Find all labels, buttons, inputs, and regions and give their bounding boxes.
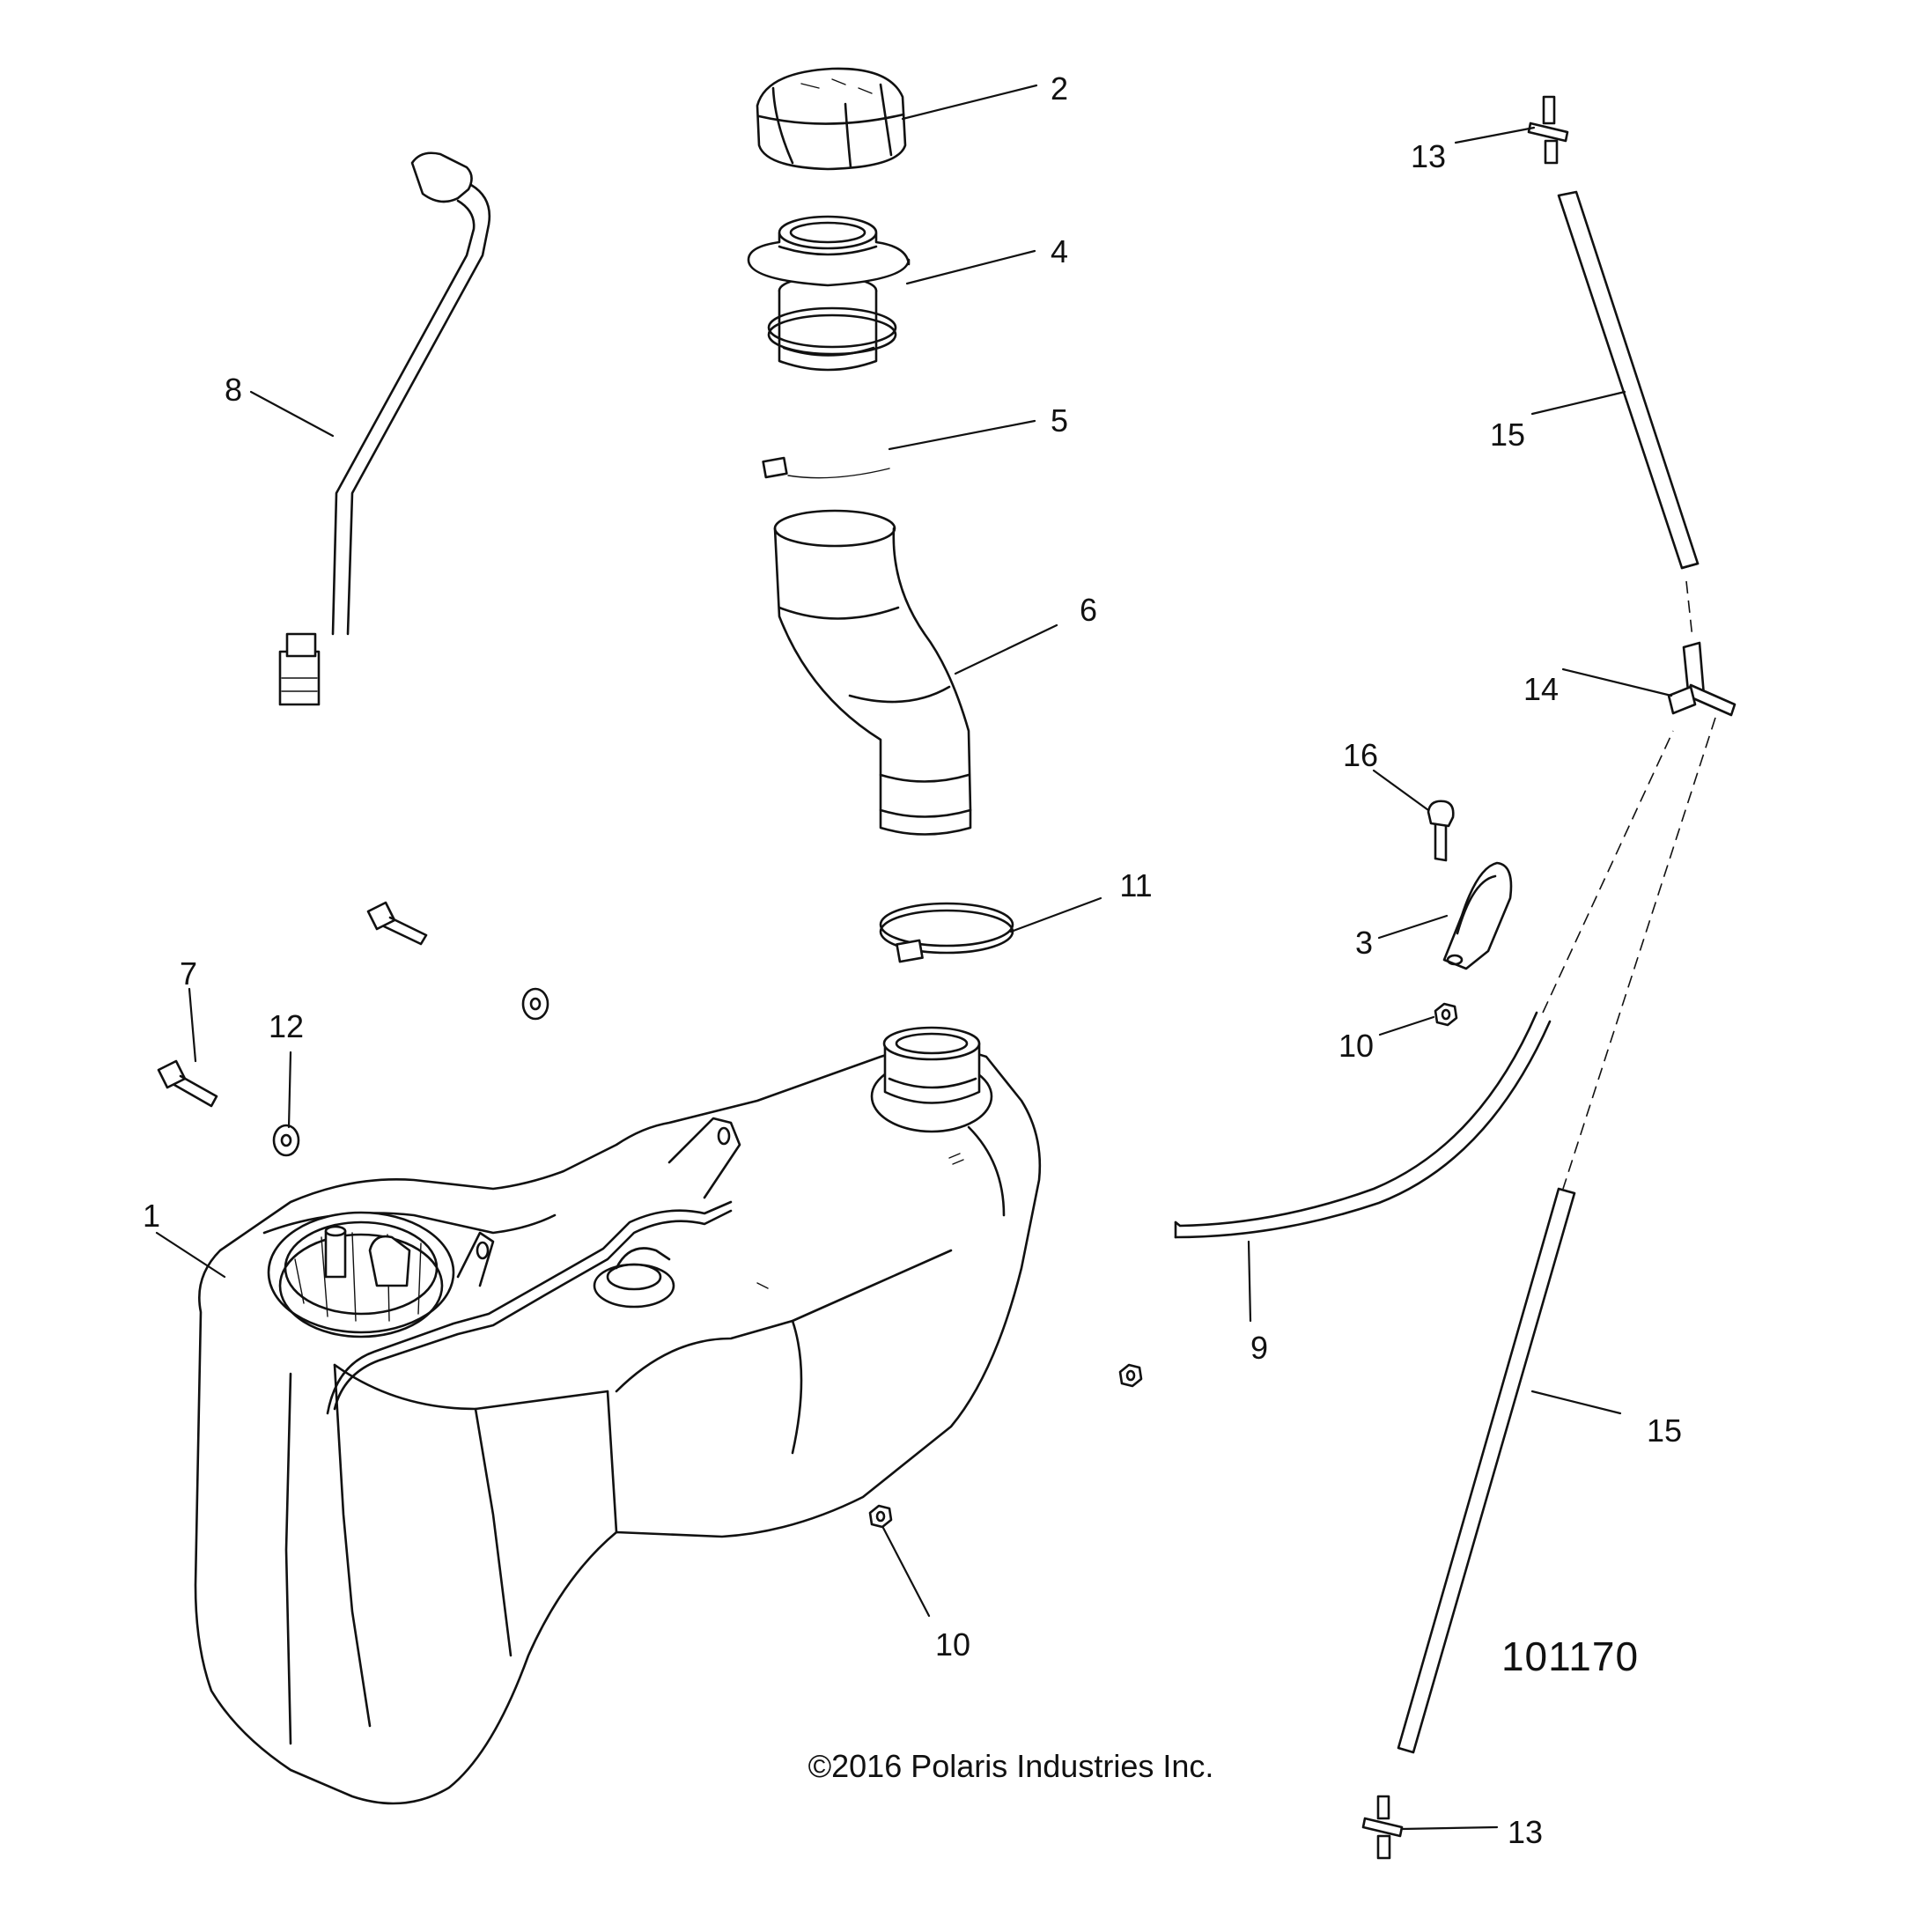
callout-9: 9 — [1250, 1330, 1268, 1366]
callout-15-lower: 15 — [1647, 1412, 1682, 1449]
callout-11: 11 — [1119, 867, 1152, 903]
callout-3: 3 — [1355, 925, 1373, 961]
vent-hose-upper-part — [1557, 190, 1700, 570]
callout-6: 6 — [1080, 592, 1097, 628]
filler-hose-part — [773, 509, 972, 836]
callout-8: 8 — [225, 372, 242, 408]
hose-clamp-lower-part — [879, 902, 1014, 963]
vent-fitting-lower-part — [1361, 1795, 1404, 1860]
tee-fitting-part — [1667, 580, 1737, 717]
callout-13-lower: 13 — [1508, 1814, 1543, 1850]
leader-lines — [155, 84, 1673, 1831]
callout-13-upper: 13 — [1411, 138, 1446, 174]
callout-7: 7 — [180, 955, 197, 992]
callout-15-upper: 15 — [1490, 417, 1525, 453]
callout-10-bottom: 10 — [935, 1626, 970, 1663]
bolt-part — [157, 901, 428, 1108]
callout-12: 12 — [269, 1008, 304, 1044]
p-clamp-part — [1442, 861, 1513, 970]
callout-10-right: 10 — [1338, 1028, 1374, 1064]
callout-4: 4 — [1051, 233, 1068, 269]
fuel-cap-part — [756, 67, 907, 171]
callout-2: 2 — [1051, 70, 1068, 107]
callout-labels: 2 4 5 6 11 8 7 12 1 9 10 10 3 16 14 15 1… — [143, 70, 1682, 1850]
vent-fitting-upper-part — [1527, 95, 1569, 165]
callout-1: 1 — [143, 1198, 160, 1234]
hose-clamp-upper-part — [762, 306, 897, 479]
callout-14: 14 — [1523, 671, 1559, 707]
callout-16: 16 — [1343, 737, 1378, 773]
vent-hose-lower-part — [1397, 717, 1716, 1754]
nut-part — [868, 1002, 1458, 1529]
document-number: 101170 — [1501, 1633, 1639, 1679]
washer-part — [272, 987, 549, 1157]
fuel-tank-part — [194, 1026, 1042, 1805]
fuel-line-curved-part — [1174, 730, 1674, 1239]
vent-line-part — [278, 151, 491, 706]
copyright-notice: ©2016 Polaris Industries Inc. — [808, 1748, 1214, 1784]
callout-5: 5 — [1051, 402, 1068, 439]
bolt-small-part — [1427, 800, 1455, 862]
